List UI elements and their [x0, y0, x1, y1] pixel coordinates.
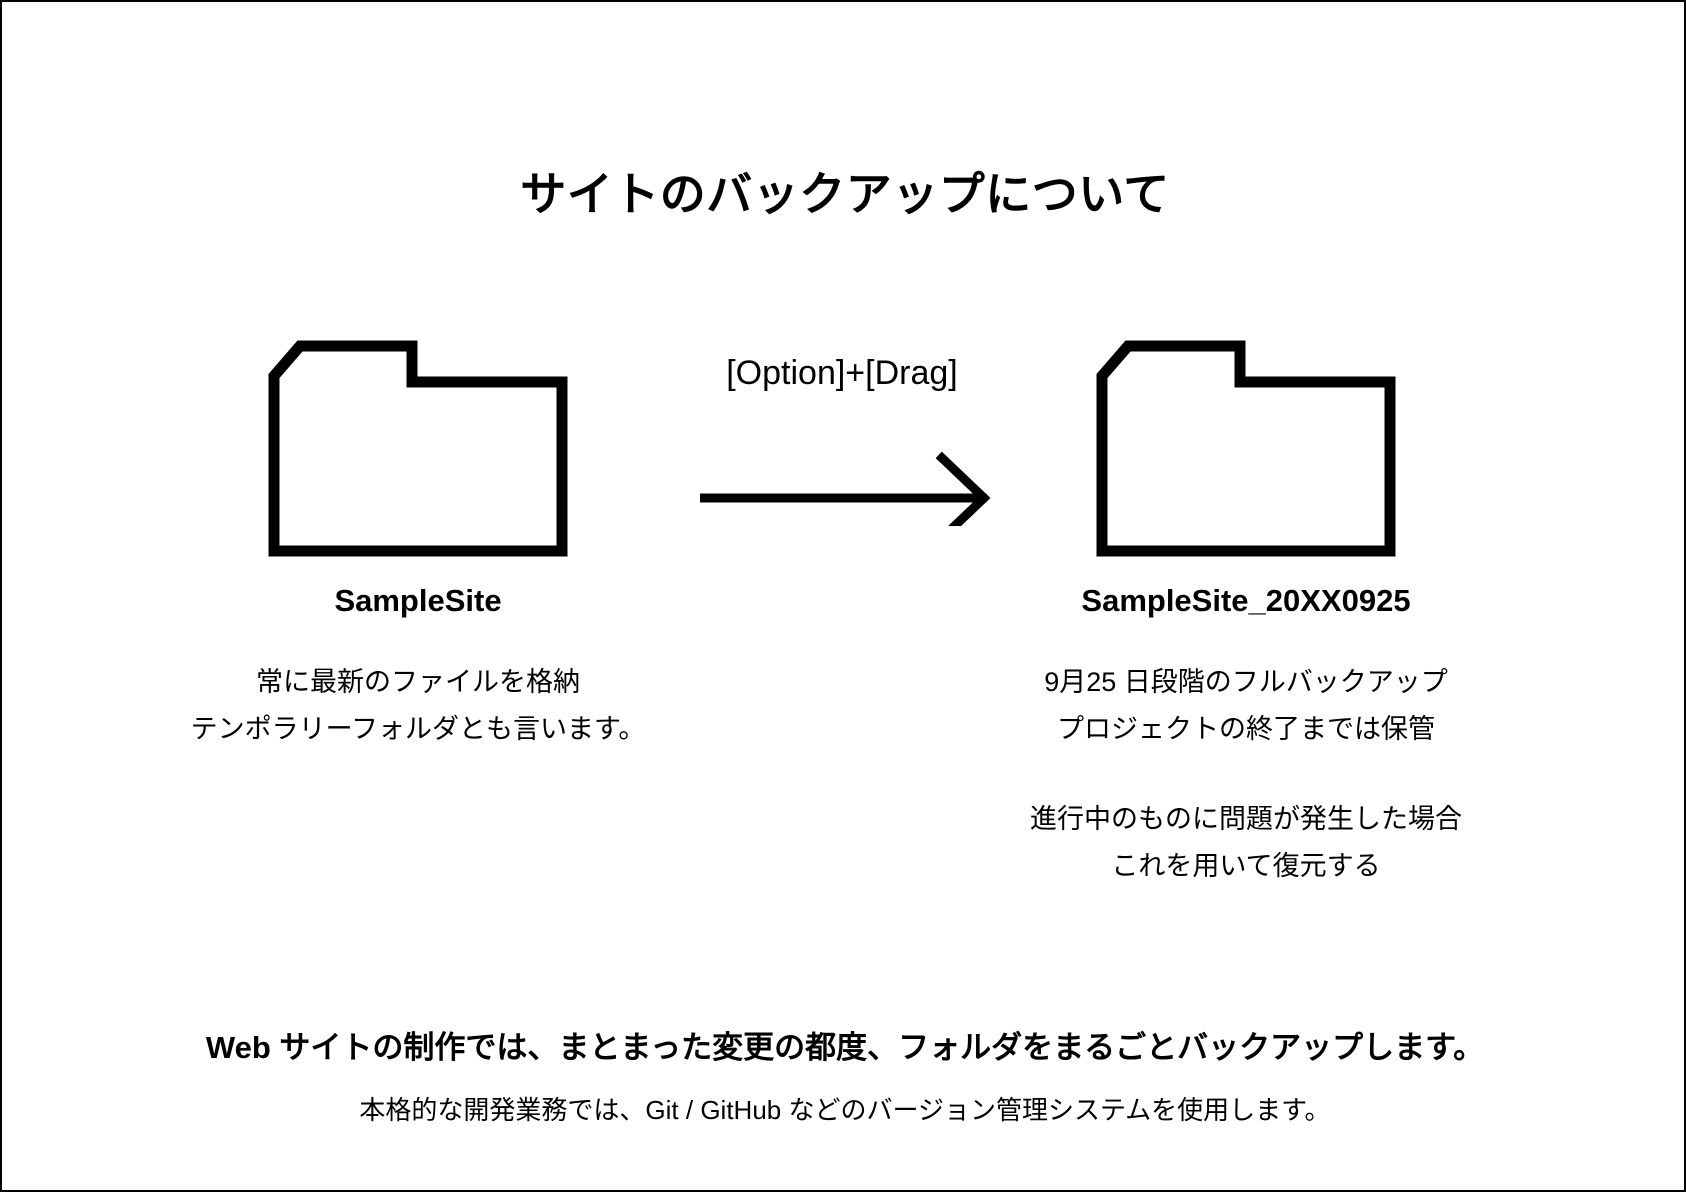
- folder-note-line: 常に最新のファイルを格納: [256, 667, 580, 697]
- footer-main-text: Web サイトの制作では、まとまった変更の都度、フォルダをまるごとバックアップし…: [205, 1030, 1485, 1065]
- transfer-arrow-group: [Option]+[Drag]: [642, 354, 1042, 554]
- folder-note-secondary: 進行中のものに問題が発生した場合 これを用いて復元する: [976, 796, 1516, 891]
- footer-sub-text: 本格的な開発業務では、Git / GitHub などのバージョン管理システムを使…: [359, 1095, 1331, 1125]
- arrow-label: [Option]+[Drag]: [726, 354, 958, 392]
- folder-note-line: 進行中のものに問題が発生した場合: [1030, 803, 1462, 834]
- folder-column-backup: SampleSite_20XX0925 9月25 日段階のフルバックアップ プロ…: [976, 332, 1516, 890]
- folder-icon: [268, 340, 568, 557]
- folder-column-source: SampleSite 常に最新のファイルを格納 テンポラリーフォルダとも言います…: [148, 332, 688, 754]
- folder-icon: [1096, 340, 1396, 557]
- folder-note: 常に最新のファイルを格納 テンポラリーフォルダとも言います。: [148, 659, 688, 754]
- folder-label: SampleSite_20XX0925: [1081, 583, 1411, 618]
- folder-note-line: これを用いて復元する: [1111, 850, 1381, 881]
- folder-note-line: プロジェクトの終了までは保管: [1057, 714, 1435, 745]
- folder-note-line: 9月25 日段階のフルバックアップ: [1044, 667, 1448, 697]
- folder-label: SampleSite: [334, 583, 502, 618]
- folder-note-line: テンポラリーフォルダとも言います。: [190, 714, 646, 745]
- arrow-right-icon: [700, 451, 991, 526]
- folder-note: 9月25 日段階のフルバックアップ プロジェクトの終了までは保管: [976, 659, 1516, 754]
- page-title: サイトのバックアップについて: [520, 167, 1170, 220]
